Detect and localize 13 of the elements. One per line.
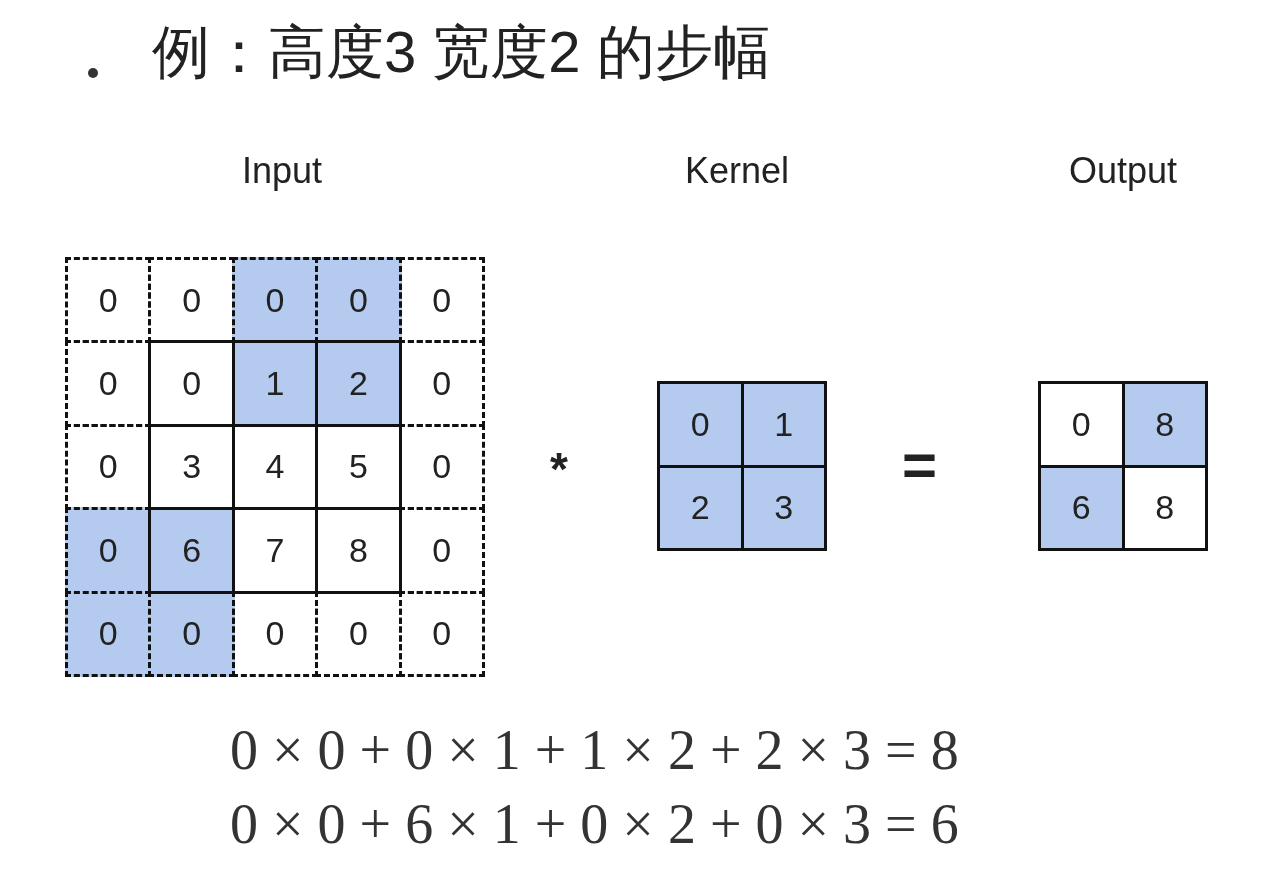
grid-heading: Kernel [683,150,791,192]
padding-cell: 0 [398,590,485,677]
operator-sign: * [550,442,568,496]
operator-sign: = [902,430,938,499]
equation: 0 × 0 + 6 × 1 + 0 × 2 + 0 × 3 = 6 [230,792,959,856]
input-cell: 2 [315,340,402,427]
grid-heading: Input [240,150,324,192]
grid-heading: Output [1067,150,1179,192]
output-cell: 0 [1038,381,1125,468]
input-cell: 6 [148,507,235,594]
kernel-cell: 0 [657,381,744,468]
equation: 0 × 0 + 0 × 1 + 1 × 2 + 2 × 3 = 8 [230,718,959,782]
slide-title: 例：高度3 宽度2 的步幅 [152,18,771,86]
